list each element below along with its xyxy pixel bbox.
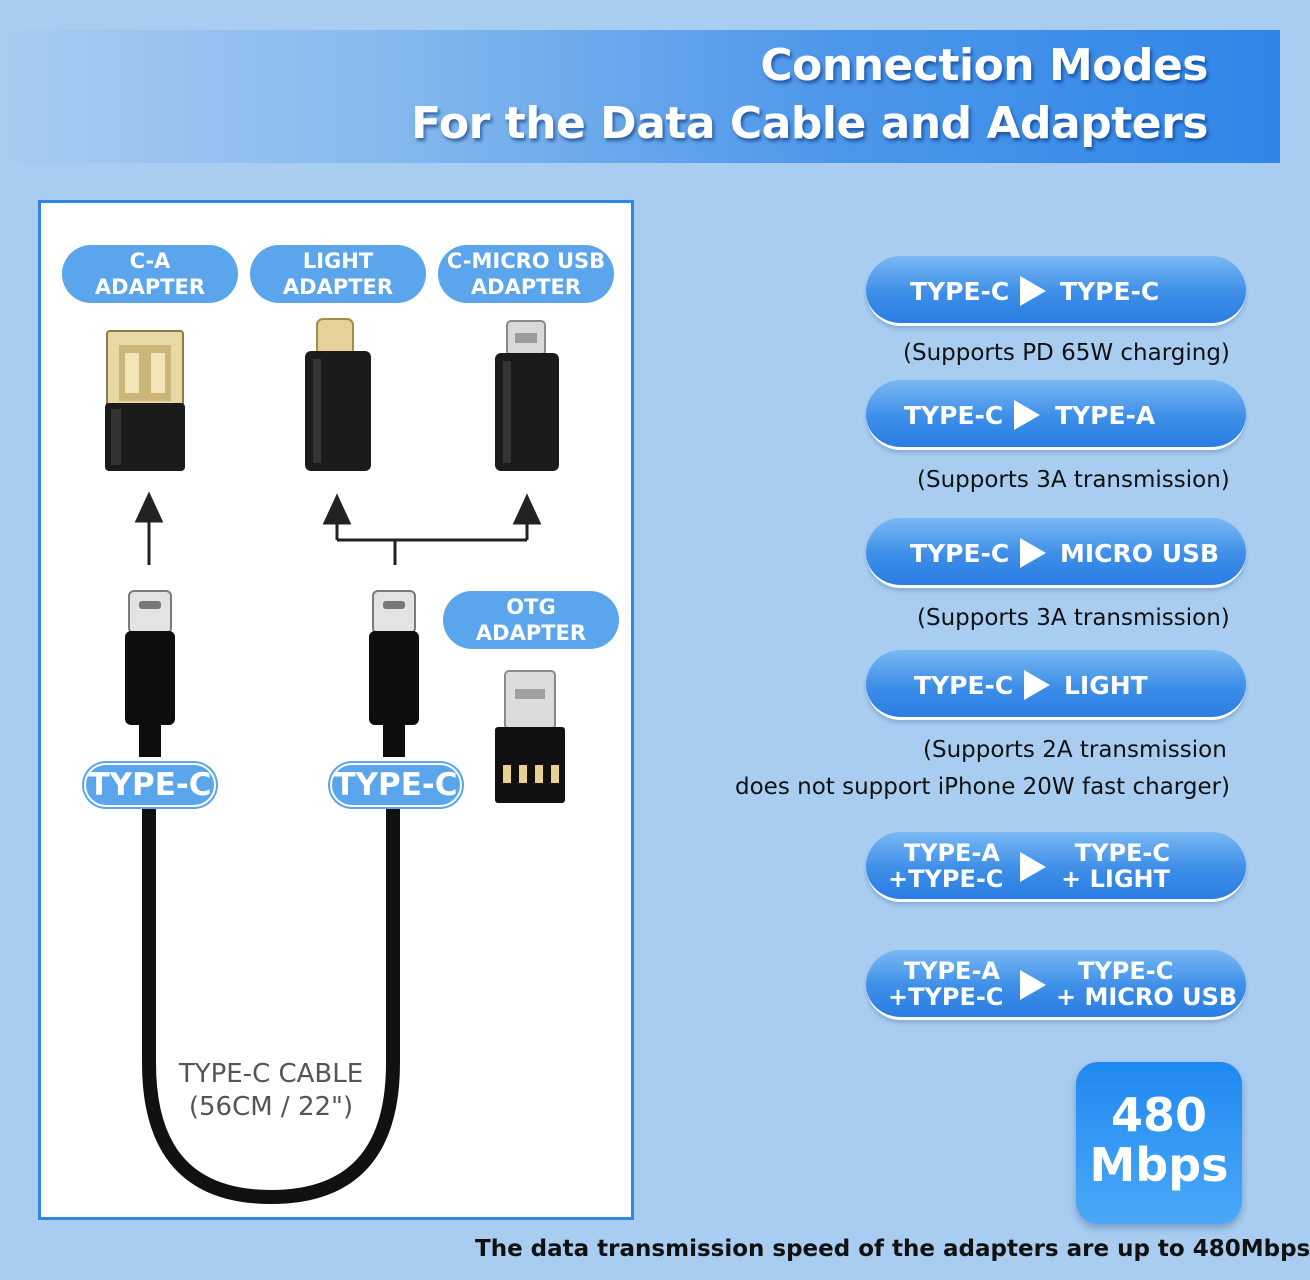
micro-usb-adapter-icon [495,320,559,471]
play-arrow-icon [1020,538,1046,568]
light-adapter-label: LIGHT ADAPTER [250,245,426,303]
otg-adapter-label: OTG ADAPTER [443,591,619,649]
mode-typea-typec-light: TYPE-A +TYPE-C TYPE-C + LIGHT [866,832,1246,902]
play-arrow-icon [1014,400,1040,430]
lightning-adapter-icon [305,318,371,471]
arrow-up-icon [134,491,164,565]
mode-note: (Supports PD 65W charging) [903,340,1230,366]
mode-note: (Supports 3A transmission) [917,467,1230,493]
header-band [0,30,1280,163]
play-arrow-icon [1024,670,1050,700]
mode-typec-typea: TYPE-C TYPE-A [866,380,1246,450]
type-c-cable-icon [125,590,419,1205]
speed-badge: 480 Mbps [1076,1062,1242,1224]
page-subtitle: For the Data Cable and Adapters [411,98,1208,149]
footer-note: The data transmission speed of the adapt… [475,1236,1310,1262]
otg-adapter-icon [495,670,565,803]
mode-typec-microusb: TYPE-C MICRO USB [866,518,1246,588]
mode-note: (Supports 2A transmission [923,737,1227,763]
type-c-label-right: TYPE-C [330,763,462,807]
page-title: Connection Modes [760,40,1208,91]
play-arrow-icon [1020,970,1046,1000]
mode-note: does not support iPhone 20W fast charger… [735,774,1231,800]
product-panel: C-A ADAPTER LIGHT ADAPTER C-MICRO USB AD… [38,200,634,1220]
usb-a-adapter-icon [105,330,185,471]
mode-typec-typec: TYPE-C TYPE-C [866,256,1246,326]
mode-typec-light: TYPE-C LIGHT [866,650,1246,720]
product-illustration [105,318,565,1205]
type-c-label-left: TYPE-C [84,763,216,807]
play-arrow-icon [1020,276,1046,306]
micro-usb-adapter-label: C-MICRO USB ADAPTER [438,245,614,303]
cable-label: TYPE-C CABLE (56CM / 22") [178,1059,364,1122]
split-arrow-icon [322,493,542,565]
play-arrow-icon [1020,852,1046,882]
ca-adapter-label: C-A ADAPTER [62,245,238,303]
mode-note: (Supports 3A transmission) [917,605,1230,631]
mode-typea-typec-microusb: TYPE-A +TYPE-C TYPE-C + MICRO USB [866,950,1246,1020]
